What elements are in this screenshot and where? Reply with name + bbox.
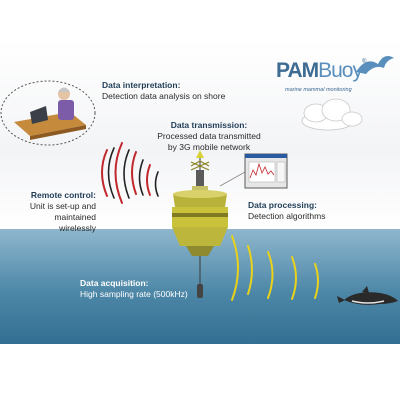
label-transmission-title: Data transmission: [170, 120, 248, 130]
laptop-processing-icon [219, 153, 288, 189]
label-processing: Data processing: Detection algorithms [248, 200, 325, 222]
pam-buoy [172, 150, 228, 298]
logo-tagline: marine mammal monitoring [285, 87, 352, 93]
logo-registered: ® [361, 59, 367, 65]
transmission-waves-red [101, 142, 151, 204]
label-remote: Remote control: Unit is set-up and maint… [24, 190, 96, 234]
cloud-icon [301, 98, 363, 131]
operator-at-desk-icon [14, 87, 86, 140]
label-remote-line2: maintained wirelessly [54, 212, 96, 233]
label-interpretation-desc: Detection data analysis on shore [102, 91, 226, 101]
logo-pam: PAM [276, 59, 319, 82]
logo-buoy: Buoy [318, 59, 363, 82]
lower-margin [0, 344, 400, 400]
logo-dolphin-swoosh [356, 56, 394, 74]
label-acquisition-desc: High sampling rate (500kHz) [80, 289, 188, 299]
label-remote-line1: Unit is set-up and [29, 201, 96, 211]
dolphin-icon [337, 286, 398, 305]
label-transmission-line1: Processed data transmitted [157, 131, 261, 141]
label-interpretation-title: Data interpretation: [102, 80, 181, 90]
acoustic-waves-yellow [231, 235, 319, 301]
label-transmission-line2: by 3G mobile network [167, 142, 251, 152]
label-acquisition: Data acquisition: High sampling rate (50… [80, 278, 188, 300]
transmission-waves-black [107, 147, 159, 199]
label-acquisition-title: Data acquisition: [80, 278, 149, 288]
label-processing-title: Data processing: [248, 200, 317, 210]
shore-office-ellipse [0, 80, 96, 146]
label-interpretation: Data interpretation: Detection data anal… [102, 80, 225, 102]
label-remote-title: Remote control: [30, 190, 96, 200]
label-processing-desc: Detection algorithms [248, 211, 326, 221]
pambuoy-logo: PAMBuoy® marine mammal monitoring [276, 59, 376, 93]
label-transmission: Data transmission: Processed data transm… [150, 120, 268, 153]
